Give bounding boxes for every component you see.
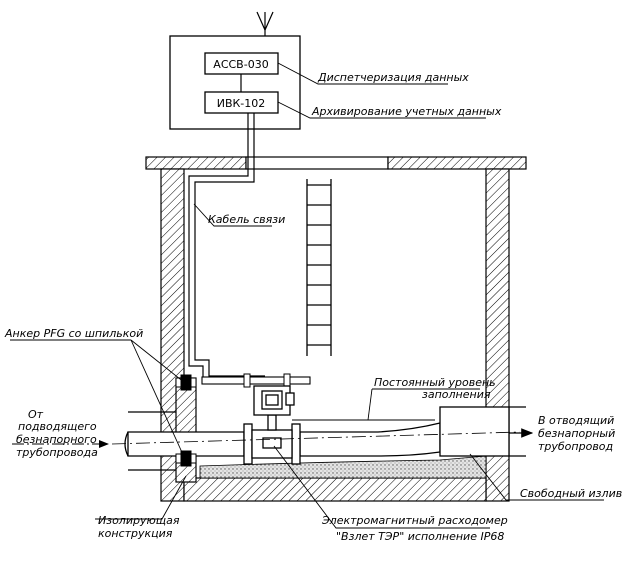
control-cabinet [169, 35, 301, 130]
ladder [306, 179, 332, 356]
inlet-label: От подводящего безнапорного трубопровода [16, 408, 98, 459]
anchor-bolts [175, 374, 197, 467]
sediment-layer [199, 455, 487, 479]
downstream-pipe [299, 422, 441, 457]
svg-text:трубопровода: трубопровода [16, 446, 98, 459]
svg-text:безнапорного: безнапорного [16, 433, 97, 446]
ivk-box: ИВК-102 [204, 91, 279, 114]
flowmeter [243, 385, 301, 465]
free-outflow-leader [469, 453, 604, 501]
anchor-label: Анкер PFG со шпилькой [4, 327, 143, 340]
insulating-label-line1: Изолирующая [98, 514, 180, 527]
svg-text:трубопровод: трубопровод [538, 440, 613, 453]
archive-leader [277, 101, 486, 119]
flowmeter-label-line1: Электромагнитный расходомер [321, 514, 508, 527]
svg-text:подводящего: подводящего [18, 420, 97, 433]
dispatch-leader [277, 62, 448, 85]
dispatch-label: Диспетчеризация данных [317, 71, 469, 84]
anchor-leader [10, 339, 186, 460]
level-label-line1: Постоянный уровень [374, 376, 496, 389]
archive-label: Архивирование учетных данных [311, 105, 502, 118]
level-label-line2: заполнения [422, 388, 491, 401]
insulating-label-line2: конструкция [98, 527, 173, 540]
cable-label: Кабель связи [208, 213, 285, 226]
antenna-icon [256, 11, 274, 36]
svg-text:безнапорный: безнапорный [538, 427, 615, 440]
outlet-label: В отводящий безнапорный трубопровод [538, 414, 615, 453]
flowmeter-leader [273, 445, 490, 529]
assv-label: АССВ-030 [213, 58, 268, 71]
flowmeter-label-line2: "Взлет ТЭР" исполнение IP68 [336, 530, 504, 543]
svg-text:В отводящий: В отводящий [538, 414, 614, 427]
svg-text:От: От [28, 408, 44, 421]
assv-box: АССВ-030 [204, 52, 279, 75]
communication-cable [188, 113, 265, 383]
outlet-pipe [439, 406, 510, 457]
free-outflow-label: Свободный излив [520, 487, 622, 500]
insulating-leader [95, 475, 187, 520]
cover-slab [145, 156, 527, 170]
level-leader [367, 388, 480, 421]
mounting-rail [201, 373, 311, 388]
chamber-floor [183, 477, 487, 502]
pipe-axis-line [111, 431, 521, 445]
ivk-label: ИВК-102 [217, 97, 266, 110]
cable-leader [193, 203, 272, 227]
